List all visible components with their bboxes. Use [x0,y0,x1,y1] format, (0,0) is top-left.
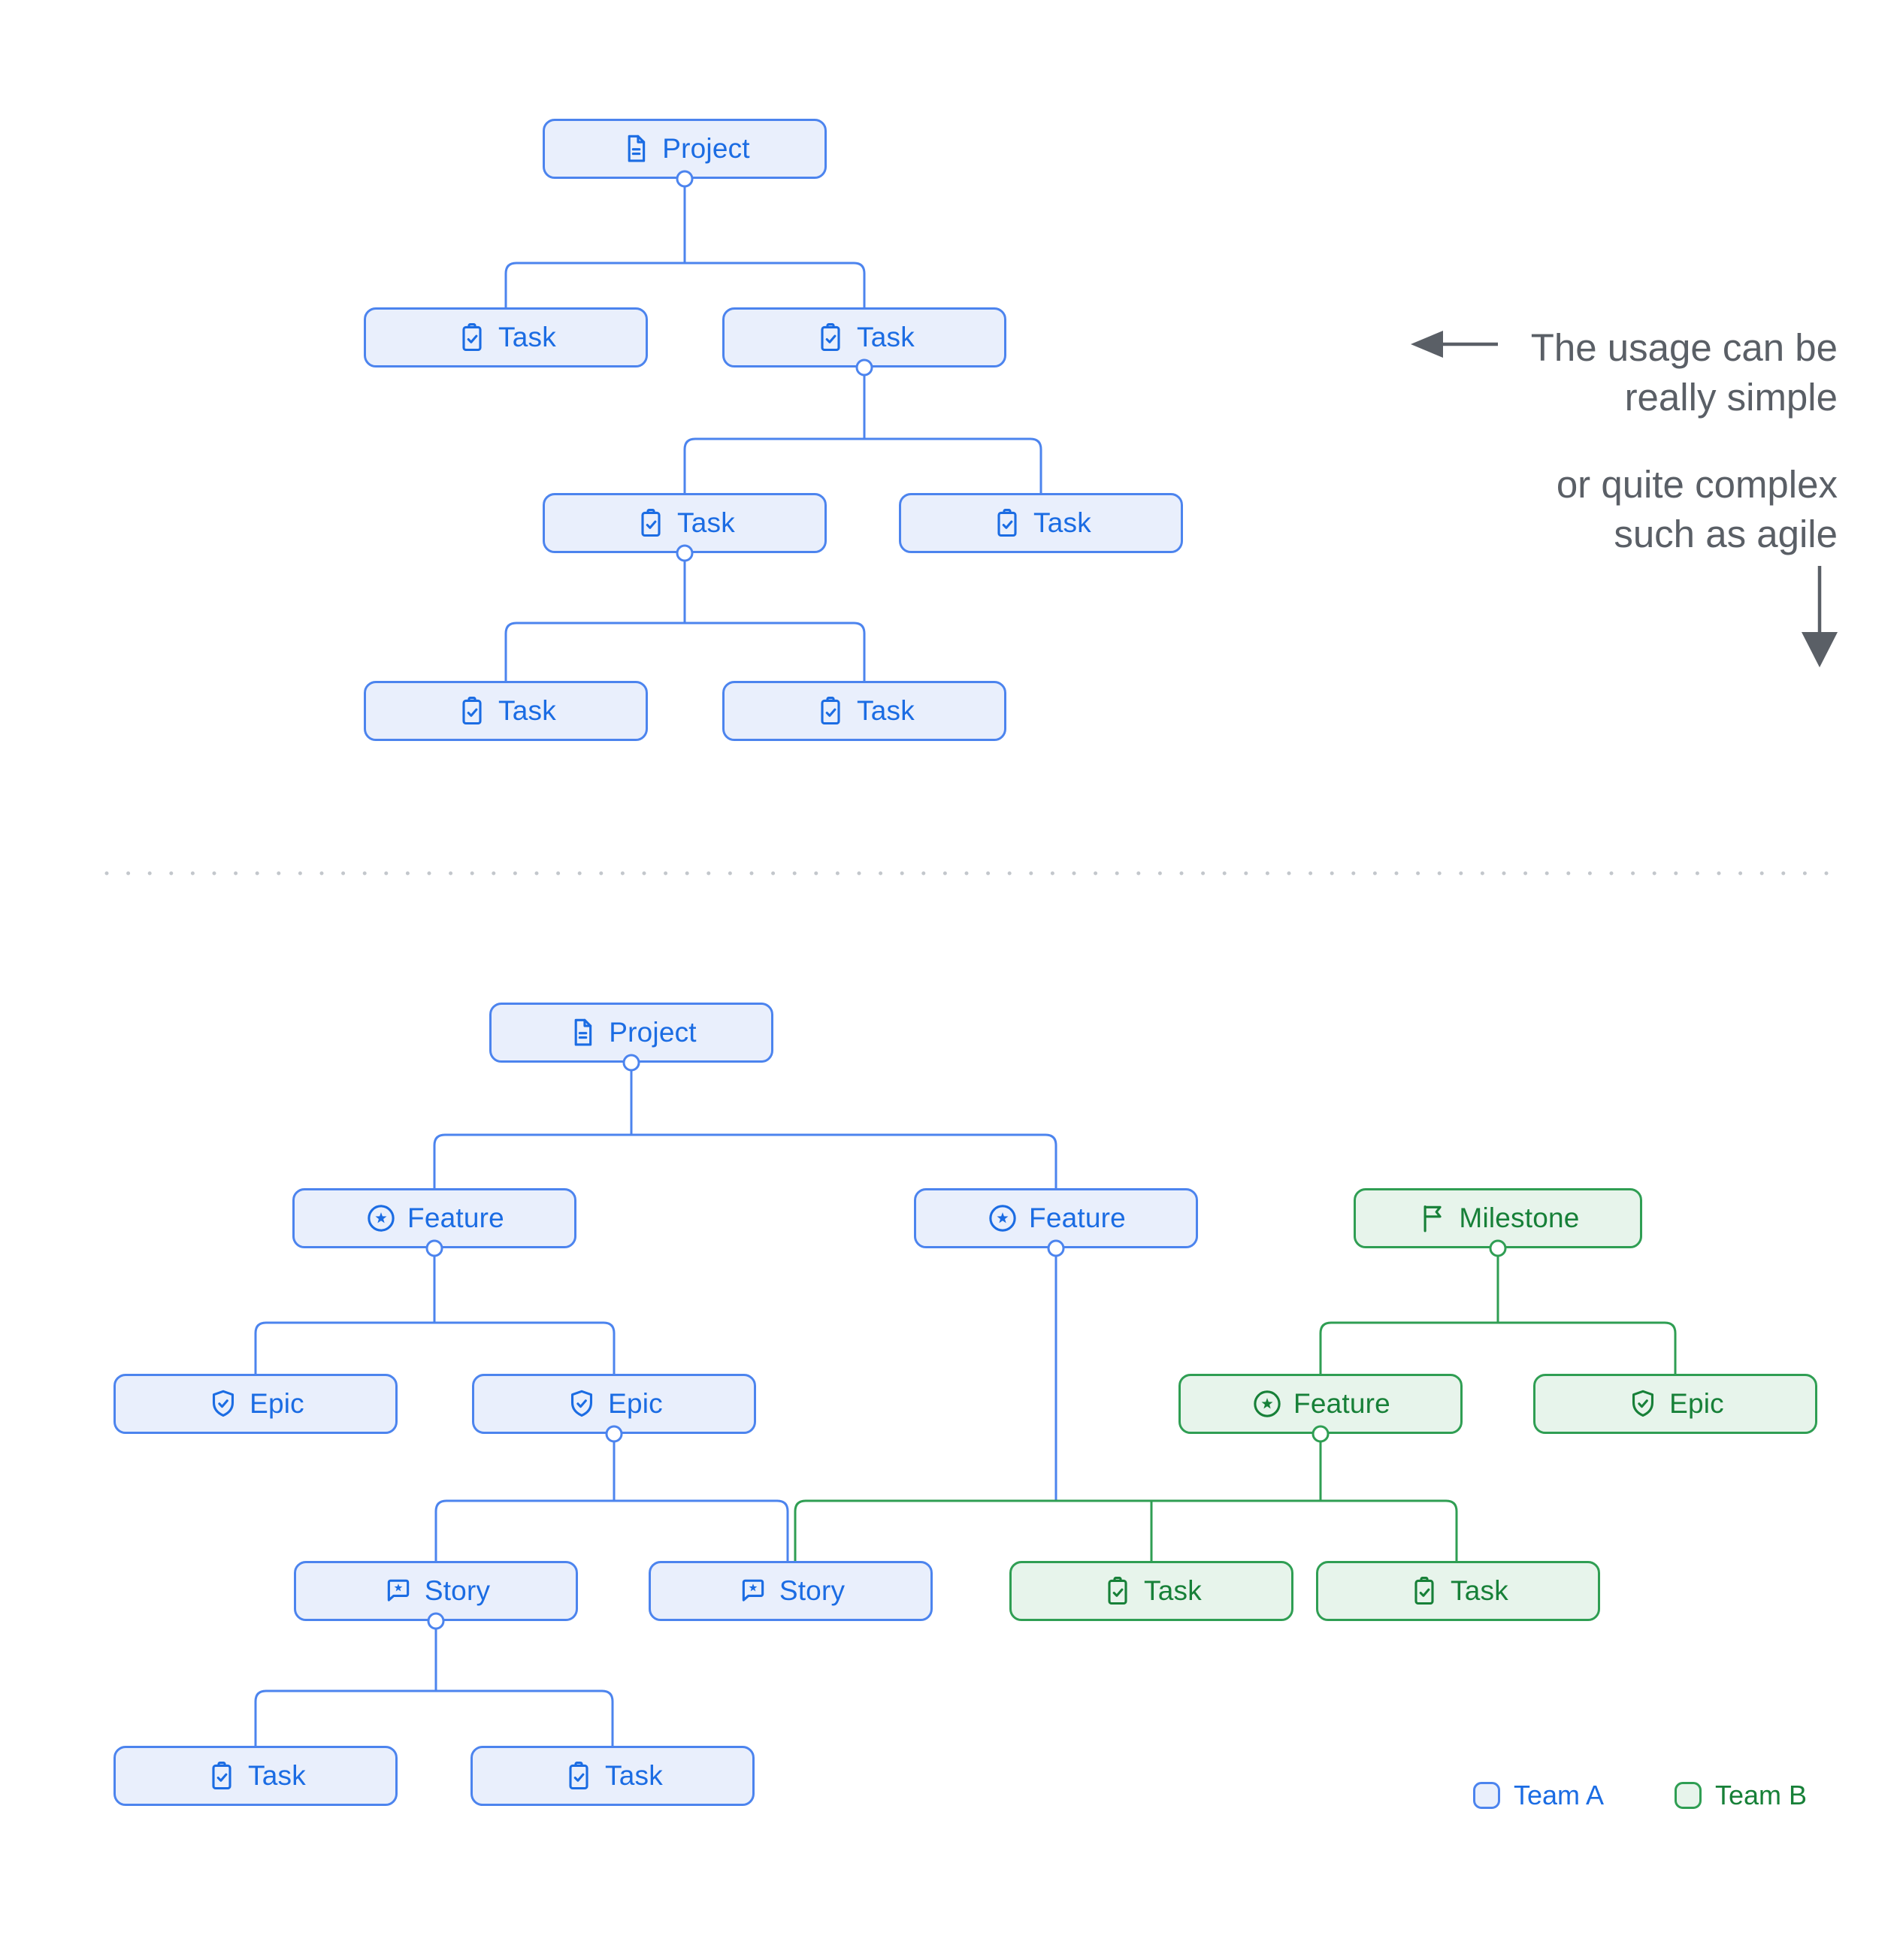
team-b-swatch [1675,1782,1702,1809]
node-label: Feature [407,1202,504,1233]
node-task-simple-3: Task [543,493,827,553]
node-epic-b: Epic [1533,1374,1817,1434]
node-feature-b: Feature [1178,1374,1463,1434]
down-arrow [1802,566,1838,667]
node-label: Epic [250,1388,304,1419]
node-label: Epic [1669,1388,1724,1419]
story-bubble-icon [382,1574,415,1608]
node-label: Task [857,695,915,726]
node-label: Task [498,322,556,352]
node-label: Task [677,507,735,538]
left-arrow [1411,331,1498,358]
node-label: Milestone [1459,1202,1580,1233]
document-icon [619,132,652,165]
node-task-b-1: Task [1009,1561,1293,1621]
node-task-simple-5: Task [364,681,648,741]
legend-team-b: Team B [1675,1780,1807,1811]
node-label: Feature [1293,1388,1390,1419]
clipboard-check-icon [1408,1574,1441,1608]
node-label: Task [1451,1575,1508,1606]
team-a-swatch [1473,1782,1500,1809]
shield-check-icon [1626,1387,1659,1420]
node-milestone-b: Milestone [1354,1188,1642,1248]
shield-check-icon [207,1387,240,1420]
story-bubble-icon [737,1574,770,1608]
node-label: Feature [1029,1202,1126,1233]
legend-label: Team B [1715,1780,1808,1810]
node-task-simple-1: Task [364,307,648,368]
node-task-a-2: Task [470,1746,755,1806]
node-feature-a-2: Feature [914,1188,1198,1248]
node-task-simple-4: Task [899,493,1183,553]
node-task-simple-6: Task [722,681,1006,741]
clipboard-check-icon [455,694,489,727]
node-label: Story [424,1575,491,1606]
shield-check-icon [565,1387,598,1420]
node-feature-a-1: Feature [292,1188,576,1248]
legend-label: Team A [1514,1780,1605,1810]
node-story-a-1: Story [294,1561,578,1621]
clipboard-check-icon [1101,1574,1134,1608]
node-story-a-2: Story [649,1561,933,1621]
node-epic-a-2: Epic [472,1374,756,1434]
clipboard-check-icon [562,1759,595,1792]
node-label: Project [662,133,750,164]
legend-team-a: Team A [1473,1780,1604,1811]
annotation-simple: The usage can be really simple [1531,323,1838,422]
clipboard-check-icon [814,694,847,727]
node-label: Task [498,695,556,726]
node-label: Task [857,322,915,352]
annotation-line: or quite complex [1556,463,1838,506]
star-circle-icon [986,1202,1019,1235]
annotation-line: The usage can be [1530,326,1838,369]
star-circle-icon [1251,1387,1284,1420]
node-label: Epic [608,1388,663,1419]
star-circle-icon [365,1202,398,1235]
node-project-simple: Project [543,119,827,179]
clipboard-check-icon [991,507,1024,540]
node-label: Task [1144,1575,1202,1606]
node-project-complex: Project [489,1003,773,1063]
node-label: Story [779,1575,846,1606]
annotation-complex: or quite complex such as agile [1557,460,1838,559]
node-task-simple-2: Task [722,307,1006,368]
node-label: Task [605,1760,663,1791]
node-task-a-1: Task [113,1746,398,1806]
annotation-line: such as agile [1614,513,1838,555]
node-label: Task [1033,507,1091,538]
node-task-b-2: Task [1316,1561,1600,1621]
flag-icon [1416,1202,1449,1235]
document-icon [566,1016,599,1049]
clipboard-check-icon [455,321,489,354]
node-label: Task [248,1760,306,1791]
annotation-line: really simple [1624,376,1838,419]
node-label: Project [609,1017,697,1048]
clipboard-check-icon [205,1759,238,1792]
clipboard-check-icon [814,321,847,354]
node-epic-a-1: Epic [113,1374,398,1434]
clipboard-check-icon [634,507,667,540]
